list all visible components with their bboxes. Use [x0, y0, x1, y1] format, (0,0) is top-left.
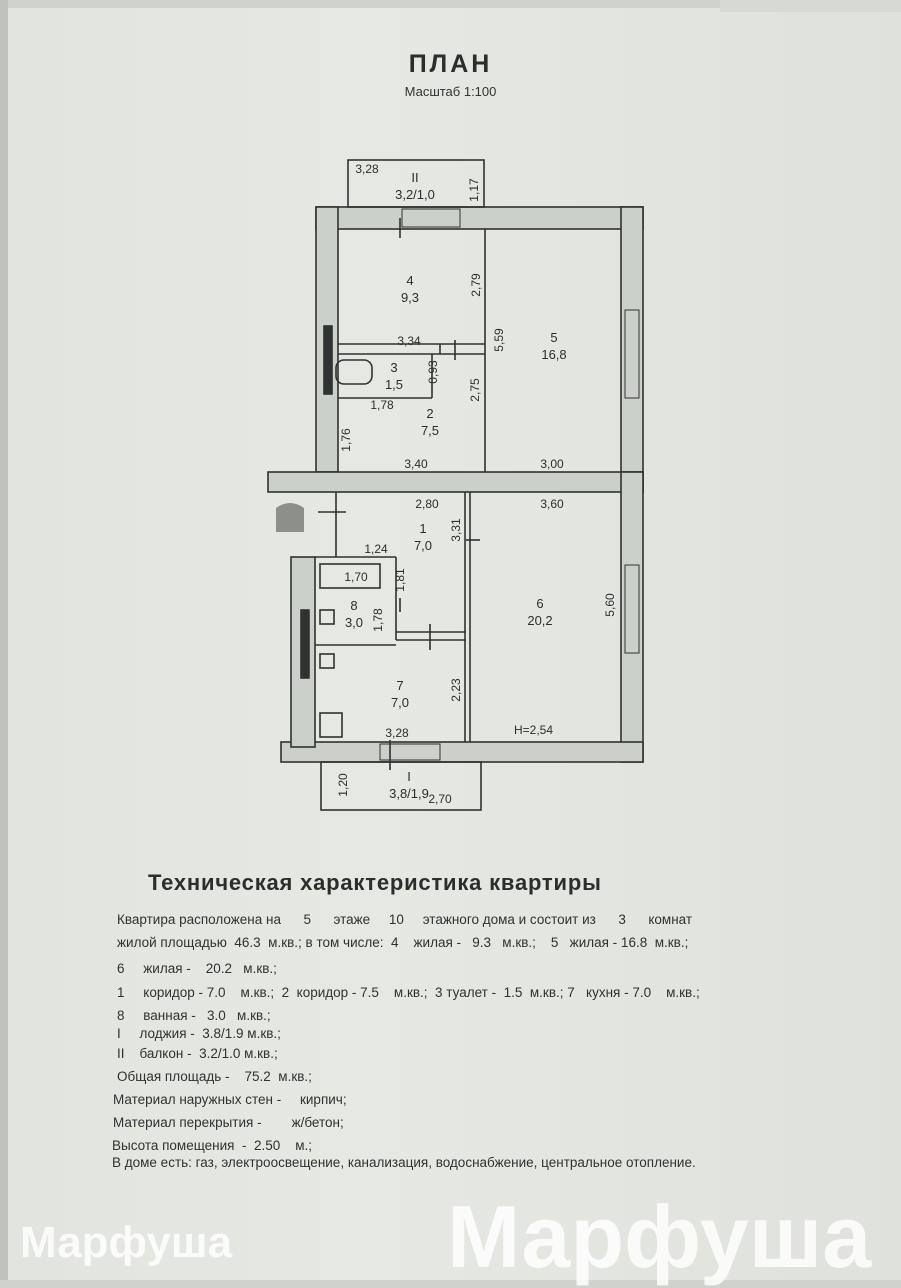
spec-line: 8 ванная - 3.0 м.кв.;	[117, 1008, 271, 1023]
dimension-label: 3,00	[540, 457, 564, 471]
wall-middle	[267, 471, 644, 493]
wall-right-lower	[620, 471, 644, 763]
dimension-label: 2,79	[469, 273, 483, 297]
room-number: 7	[396, 678, 403, 693]
watermark-large: Марфуша	[447, 1187, 872, 1286]
dimension-label: 5,60	[603, 593, 617, 617]
room-area: 9,3	[401, 290, 419, 305]
watermark-small: Марфуша	[20, 1218, 233, 1267]
specs-title: Техническая характеристика квартиры	[148, 870, 602, 895]
room-area: 3,0	[345, 615, 363, 630]
dimension-label: 2,80	[415, 497, 439, 511]
dimension-label: 5,59	[492, 328, 506, 352]
underlying-page-edge	[720, 0, 901, 12]
wall-left-lower	[290, 556, 316, 748]
dimension-label: 3,60	[540, 497, 564, 511]
dimension-label: 1,78	[370, 398, 394, 412]
room-area: 7,0	[391, 695, 409, 710]
spec-line: Общая площадь - 75.2 м.кв.;	[117, 1069, 312, 1084]
dimension-label: 3,34	[397, 334, 421, 348]
room-number: 8	[350, 598, 357, 613]
wall-top	[315, 206, 644, 230]
spec-line: 6 жилая - 20.2 м.кв.;	[117, 961, 277, 976]
room-area: 7,5	[421, 423, 439, 438]
floor-plan-drawing: 4 9,3 5 16,8 3 1,5 2 7,5 1 7,0 6 20,2 8 3,0 7 7,0 II 3,2/…	[267, 159, 644, 811]
room-number: 5	[550, 330, 557, 345]
dimension-label: 2,75	[468, 378, 482, 402]
room-number: 2	[426, 406, 433, 421]
loggia-I	[320, 761, 482, 811]
spec-line: В доме есть: газ, электроосвещение, кана…	[112, 1155, 696, 1170]
dimension-label: 1,17	[467, 178, 481, 202]
dimension-label: 1,24	[364, 542, 388, 556]
wall-right-upper	[620, 206, 644, 493]
dimension-label: 3,31	[449, 518, 463, 542]
plan-title: ПЛАН	[408, 50, 493, 78]
dimension-label: 0,93	[426, 360, 440, 384]
room-area: 16,8	[541, 347, 566, 362]
spec-line: Материал наружных стен - кирпич;	[113, 1092, 347, 1107]
spec-line: II балкон - 3.2/1.0 м.кв.;	[117, 1046, 278, 1061]
height-label: H=2,54	[514, 723, 553, 737]
dimension-label: 3,28	[355, 162, 379, 176]
spec-line: Высота помещения - 2.50 м.;	[112, 1138, 313, 1153]
spec-line: 1 коридор - 7.0 м.кв.; 2 коридор - 7.5 м…	[117, 985, 700, 1000]
wall-bottom	[280, 741, 644, 763]
dimension-label: 1,76	[339, 428, 353, 452]
balcony-II	[347, 159, 485, 208]
room-number: 3	[390, 360, 397, 375]
room-number: II	[411, 170, 418, 185]
room-number: 6	[536, 596, 543, 611]
plan-scale: Масштаб 1:100	[404, 84, 497, 99]
dimension-label: 1,78	[371, 608, 385, 632]
room-area: 7,0	[414, 538, 432, 553]
dimension-label: 1,81	[393, 568, 407, 592]
dimension-label: 3,28	[385, 726, 409, 740]
room-area: 1,5	[385, 377, 403, 392]
spec-line: Квартира расположена на 5 этаже 10 этажн…	[117, 912, 693, 927]
spec-line: Материал перекрытия - ж/бетон;	[113, 1115, 344, 1130]
page-edge-shadow	[0, 0, 8, 1280]
dimension-label: 2,23	[449, 678, 463, 702]
room-number: 4	[406, 273, 413, 288]
room-area: 20,2	[527, 613, 552, 628]
spec-line: I лоджия - 3.8/1.9 м.кв.;	[117, 1026, 281, 1041]
door-arc-blur	[276, 503, 304, 532]
dimension-label: 1,20	[336, 773, 350, 797]
room-area: 3,2/1,0	[395, 187, 435, 202]
dimension-label: 3,40	[404, 457, 428, 471]
room-number: I	[407, 769, 411, 784]
room-area: 3,8/1,9	[389, 786, 429, 801]
spec-line: жилой площадью 46.3 м.кв.; в том числе: …	[117, 935, 689, 950]
room-number: 1	[419, 521, 426, 536]
dimension-label: 2,70	[428, 792, 452, 806]
dimension-label: 1,70	[344, 570, 368, 584]
